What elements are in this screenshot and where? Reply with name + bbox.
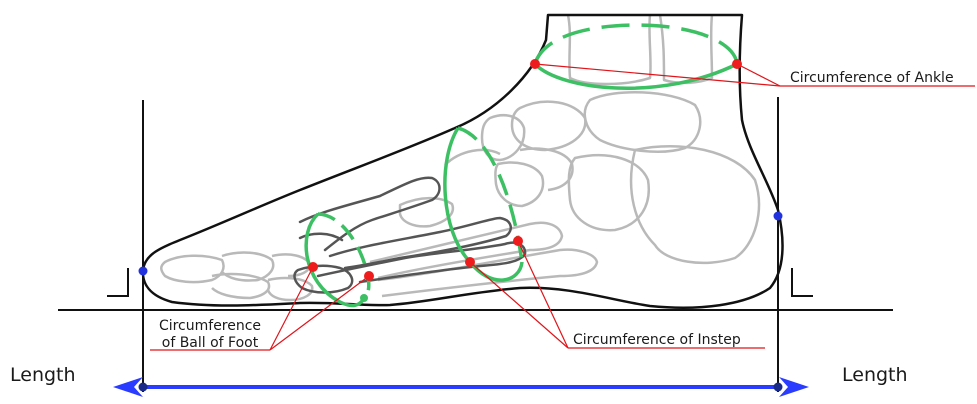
ankle-label: Circumference of Ankle [790, 70, 954, 86]
calcaneus-bone [631, 146, 759, 263]
ankle-ring-front [535, 64, 737, 88]
ball-point-inner [364, 271, 374, 281]
toe-end-point [139, 267, 148, 276]
cuboid-bone [569, 155, 649, 230]
ball-point-outer [308, 262, 318, 272]
instep-leader-2 [518, 241, 568, 348]
ankle-ring-back [535, 25, 737, 64]
instep-leader-1 [470, 262, 568, 348]
toe-corner-bracket [107, 268, 128, 296]
heel-end-point [774, 212, 783, 221]
length-left-point [139, 383, 148, 392]
instep-point-upper [513, 236, 523, 246]
foot-bones [161, 15, 759, 300]
heel-corner-bracket [792, 268, 813, 296]
length-arrow [113, 377, 809, 397]
ball-ring-back [318, 214, 369, 298]
cuneiform-bone-3 [520, 149, 573, 190]
ankle-point-back [732, 59, 742, 69]
toe-phalanx-3 [212, 274, 269, 298]
ball-label-line-2: of Ball of Foot [162, 335, 259, 351]
toe-phalanx-5 [272, 254, 310, 276]
ball-label-line-1: Circumference [159, 318, 261, 334]
length-arrowhead-right [779, 377, 809, 397]
foot-outline [143, 15, 783, 308]
leader-lines [150, 64, 975, 350]
ankle-point-front [530, 59, 540, 69]
length-label-right: Length [842, 364, 908, 386]
length-right-point [774, 383, 783, 392]
metatarsal-bones [295, 178, 526, 293]
instep-label: Circumference of Instep [573, 332, 741, 348]
talus-bone [585, 92, 700, 152]
ball-ring-end-point [360, 294, 368, 302]
instep-point-lower [465, 257, 475, 267]
toe-phalanx-1 [161, 256, 223, 282]
length-label-left: Length [10, 364, 76, 386]
